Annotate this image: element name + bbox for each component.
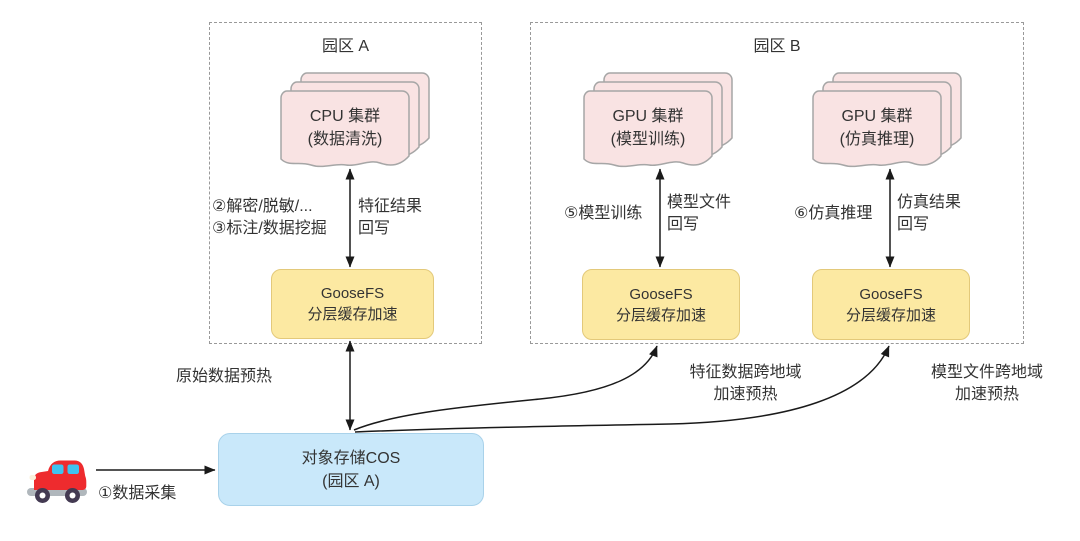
gpu-train-cluster-title: GPU 集群 bbox=[612, 108, 684, 125]
label-decrypt: ②解密/脱敏/... bbox=[212, 198, 313, 215]
gpu-train-cluster-subtitle: (模型训练) bbox=[610, 131, 686, 148]
gpu-sim-cluster-subtitle: (仿真推理) bbox=[839, 131, 915, 148]
label-sim-writeback: 仿真结果 回写 bbox=[897, 192, 961, 236]
goosefs-node-a: GooseFS 分层缓存加速 bbox=[271, 269, 434, 339]
gpu-train-cluster-label: GPU 集群 (模型训练) bbox=[583, 90, 713, 170]
label-collect: ①数据采集 bbox=[98, 485, 177, 502]
goosefs-subtitle: 分层缓存加速 bbox=[307, 306, 398, 323]
label-model-preheat-line1: 模型文件跨地域 bbox=[930, 364, 1043, 381]
gpu-train-cluster-node: GPU 集群 (模型训练) bbox=[583, 72, 733, 176]
label-feature-preheat-line1: 特征数据跨地域 bbox=[689, 364, 802, 381]
label-feature-preheat-line2: 加速预热 bbox=[713, 386, 778, 403]
cpu-cluster-label: CPU 集群 (数据清洗) bbox=[280, 90, 410, 170]
cpu-cluster-node: CPU 集群 (数据清洗) bbox=[280, 72, 430, 176]
cos-title: 对象存储COS bbox=[301, 449, 401, 467]
car-icon bbox=[27, 460, 87, 503]
gpu-sim-cluster-node: GPU 集群 (仿真推理) bbox=[812, 72, 962, 176]
label-feature-writeback-line1: 特征结果 bbox=[358, 198, 423, 215]
label-feature-preheat: 特征数据跨地域 加速预热 bbox=[668, 362, 823, 406]
goosefs-title: GooseFS bbox=[320, 285, 385, 302]
goosefs-node-b1: GooseFS 分层缓存加速 bbox=[582, 269, 740, 340]
label-model-writeback-line1: 模型文件 bbox=[667, 194, 732, 211]
goosefs-title: GooseFS bbox=[859, 285, 923, 303]
gpu-sim-cluster-label: GPU 集群 (仿真推理) bbox=[812, 90, 942, 170]
edge-cos-goosefs-b1 bbox=[353, 345, 658, 431]
label-feature-writeback: 特征结果 回写 bbox=[358, 196, 422, 240]
label-infer: ⑥仿真推理 bbox=[794, 205, 873, 222]
label-model-preheat: 模型文件跨地域 加速预热 bbox=[912, 362, 1062, 406]
cos-subtitle: (园区 A) bbox=[322, 472, 380, 490]
label-model-writeback: 模型文件 回写 bbox=[667, 192, 731, 236]
label-raw-preheat: 原始数据预热 bbox=[176, 368, 273, 385]
label-train: ⑤模型训练 bbox=[564, 205, 643, 222]
label-annotate: ③标注/数据挖掘 bbox=[212, 220, 327, 237]
label-model-preheat-line2: 加速预热 bbox=[954, 386, 1019, 403]
goosefs-title: GooseFS bbox=[629, 285, 693, 303]
zone-a-title: 园区 A bbox=[321, 38, 370, 55]
label-feature-writeback-line2: 回写 bbox=[358, 220, 391, 237]
cpu-cluster-subtitle: (数据清洗) bbox=[307, 131, 383, 148]
label-sim-writeback-line1: 仿真结果 bbox=[897, 194, 962, 211]
cos-node: 对象存储COS (园区 A) bbox=[218, 433, 484, 506]
cpu-cluster-title: CPU 集群 bbox=[309, 108, 381, 125]
zone-b-title: 园区 B bbox=[753, 38, 801, 55]
label-decrypt-annotate: ②解密/脱敏/... ③标注/数据挖掘 bbox=[212, 196, 327, 240]
label-sim-writeback-line2: 回写 bbox=[897, 216, 930, 233]
zone-b: 园区 B bbox=[530, 22, 1024, 344]
goosefs-node-b2: GooseFS 分层缓存加速 bbox=[812, 269, 970, 340]
goosefs-subtitle: 分层缓存加速 bbox=[615, 306, 706, 324]
goosefs-subtitle: 分层缓存加速 bbox=[845, 306, 936, 324]
label-model-writeback-line2: 回写 bbox=[667, 216, 700, 233]
gpu-sim-cluster-title: GPU 集群 bbox=[841, 108, 913, 125]
